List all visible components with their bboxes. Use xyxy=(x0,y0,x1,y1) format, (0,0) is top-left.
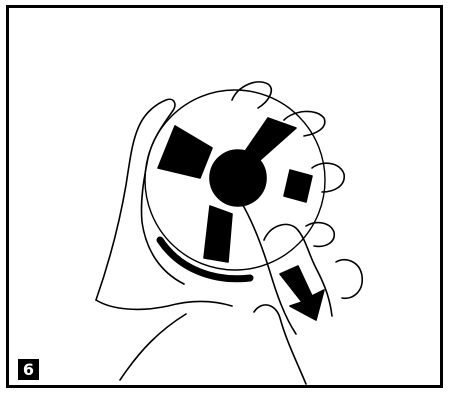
pulling-hand-thumb xyxy=(263,223,333,317)
down-arrow-icon xyxy=(279,265,325,321)
left-hand-outline xyxy=(95,98,185,301)
disc-segment-left xyxy=(157,125,213,179)
finger-2 xyxy=(283,110,326,137)
step-number-badge: 6 xyxy=(18,359,39,380)
disc-segment-top xyxy=(245,117,297,161)
disc-hub xyxy=(209,149,267,207)
finger-4 xyxy=(305,221,336,248)
disc-segment-bottom xyxy=(203,205,233,263)
finger-3 xyxy=(311,162,345,193)
pulling-hand-finger xyxy=(335,258,363,300)
pulling-hand-index xyxy=(239,199,297,335)
left-hand-lower xyxy=(95,299,233,311)
left-wrist xyxy=(119,313,187,381)
disc-edge-shadow xyxy=(156,236,254,283)
disc-segment-right xyxy=(283,169,313,203)
finger-1 xyxy=(231,81,273,109)
pulling-hand-palm xyxy=(253,304,307,385)
disc-outline xyxy=(144,89,326,271)
